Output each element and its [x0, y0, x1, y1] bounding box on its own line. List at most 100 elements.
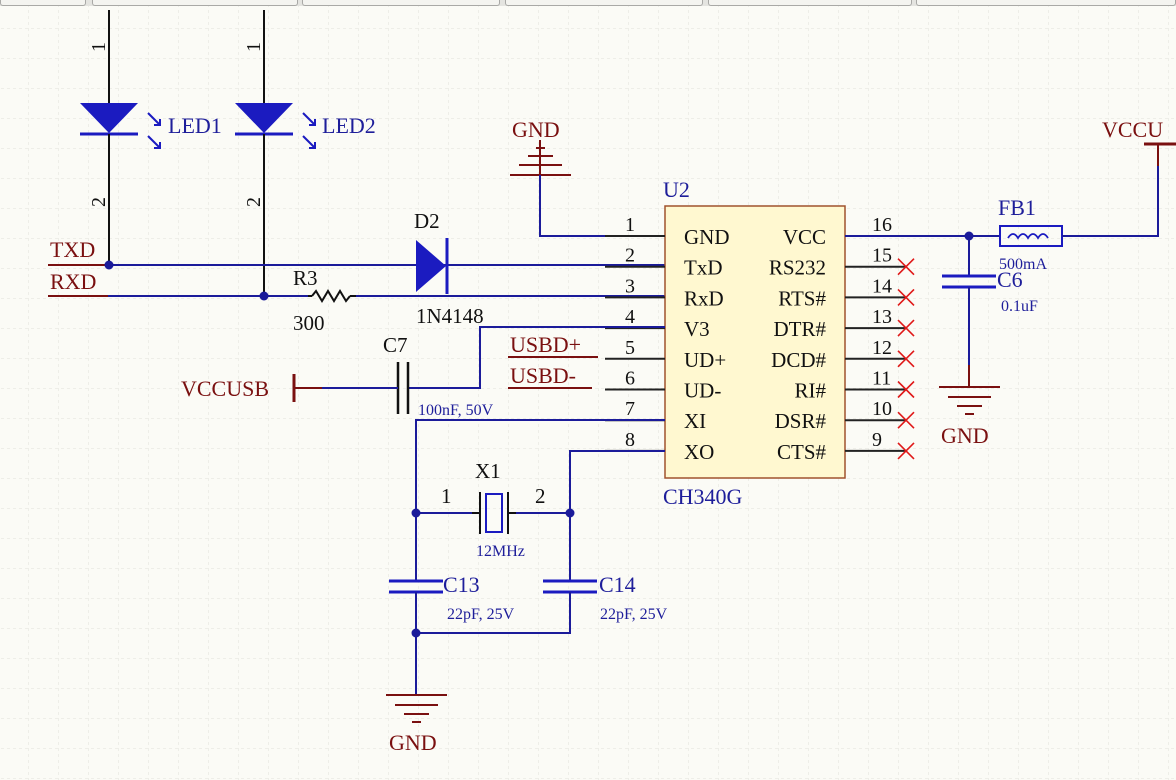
chip-pin-number: 1 — [625, 214, 635, 236]
gnd-symbol-bottom[interactable] — [386, 694, 447, 723]
c13-value: 22pF, 25V — [447, 606, 515, 623]
chip-pin-name: XI — [684, 409, 706, 433]
chip-pin-number: 10 — [872, 398, 892, 420]
vccu-power-port[interactable] — [1144, 142, 1176, 166]
chip-part-name: CH340G — [663, 484, 743, 509]
chip-pin-number: 15 — [872, 245, 892, 267]
c7-designator: C7 — [383, 333, 408, 357]
xo-junction — [565, 508, 575, 518]
chip-pin-name: XO — [684, 440, 714, 464]
document-tab-bar — [0, 0, 1176, 6]
vccu-label: VCCU — [1102, 117, 1163, 142]
led2-symbol[interactable] — [235, 10, 316, 296]
chip-pin-number: 11 — [872, 368, 891, 390]
r3-resistor[interactable] — [308, 289, 356, 303]
document-tab-3[interactable] — [302, 0, 500, 6]
chip-pin-number: 2 — [625, 245, 635, 267]
chip-pin-number: 3 — [625, 275, 635, 297]
chip-pin-name: DTR# — [774, 317, 827, 341]
xi-junction — [411, 508, 421, 518]
cap-gnd-junction — [411, 628, 421, 638]
led1-pin2-number: 2 — [88, 197, 110, 207]
chip-pin-name: RS232 — [769, 256, 826, 280]
r3-designator: R3 — [293, 266, 318, 290]
x1-designator: X1 — [475, 459, 501, 483]
x1-crystal[interactable] — [472, 492, 516, 534]
no-connect-marker — [897, 319, 915, 337]
d2-diode[interactable] — [416, 238, 449, 294]
x1-pin2-number: 2 — [535, 484, 546, 508]
usbdm-net-label: USBD- — [510, 363, 576, 388]
c14-designator: C14 — [599, 572, 636, 597]
vccusb-power-port[interactable] — [292, 374, 322, 402]
vccusb-label: VCCUSB — [181, 376, 269, 401]
no-connect-marker — [897, 380, 915, 399]
led1-label: LED1 — [168, 113, 222, 138]
no-connect-marker — [897, 411, 915, 429]
chip-pin-name: UD+ — [684, 348, 726, 372]
gnd-label-right: GND — [941, 423, 989, 448]
chip-pin-number: 6 — [625, 368, 635, 390]
no-connect-marker — [897, 258, 915, 276]
chip-pin-number: 13 — [872, 306, 892, 328]
xi-wire[interactable] — [415, 419, 665, 580]
led1-pin1-number: 1 — [88, 42, 110, 52]
document-tab-2[interactable] — [92, 0, 298, 6]
fb1-designator: FB1 — [998, 195, 1036, 220]
gnd-symbol-right[interactable] — [939, 365, 1000, 415]
ch340g-chip[interactable] — [664, 205, 846, 479]
led2-pin2-number: 2 — [243, 197, 265, 207]
chip-pin-name: DSR# — [775, 409, 827, 433]
no-connect-marker — [897, 350, 915, 368]
chip-pin-number: 9 — [872, 429, 882, 451]
c7-value: 100nF, 50V — [418, 402, 494, 419]
document-tab-5[interactable] — [708, 0, 912, 6]
led2-pin1-number: 1 — [243, 42, 265, 52]
chip-pin-name: VCC — [783, 225, 826, 249]
chip-designator: U2 — [663, 177, 690, 202]
vccu-wire[interactable] — [1062, 146, 1159, 237]
chip-pin-name: RxD — [684, 286, 724, 310]
chip-pin-name: GND — [684, 225, 730, 249]
v3-wire[interactable] — [408, 326, 665, 389]
led1-symbol[interactable] — [80, 10, 161, 265]
chip-pin-name: TxD — [684, 256, 723, 280]
gnd-label-top: GND — [512, 117, 560, 142]
c13-designator: C13 — [443, 572, 480, 597]
txd-junction — [104, 260, 114, 270]
rxd-net-label: RXD — [50, 269, 96, 294]
chip-pin-name: UD- — [684, 379, 721, 403]
document-tab-1[interactable] — [0, 0, 86, 6]
document-tab-4[interactable] — [505, 0, 703, 6]
chip-pin-number: 4 — [625, 306, 635, 328]
chip-pin-number: 16 — [872, 214, 892, 236]
c6-value: 0.1uF — [1001, 298, 1038, 315]
usbdp-net-label: USBD+ — [510, 332, 581, 357]
d2-designator: D2 — [414, 209, 440, 233]
rxd-junction — [259, 291, 269, 301]
fb1-value: 500mA — [999, 256, 1047, 273]
no-connect-marker — [897, 442, 915, 460]
d2-value: 1N4148 — [416, 304, 484, 328]
chip-pin-name: DCD# — [771, 348, 826, 372]
c14-gnd-wire[interactable] — [416, 592, 571, 634]
chip-pin-number: 8 — [625, 429, 635, 451]
c14-value: 22pF, 25V — [600, 606, 668, 623]
led2-label: LED2 — [322, 113, 376, 138]
chip-pin-number: 5 — [625, 337, 635, 359]
gnd-label-bottom: GND — [389, 730, 437, 755]
txd-net-label: TXD — [50, 237, 95, 262]
chip-pin-name: V3 — [684, 317, 710, 341]
chip-pin-name: RTS# — [778, 286, 826, 310]
x1-value: 12MHz — [476, 543, 525, 560]
xo-wire[interactable] — [569, 450, 665, 580]
c6-designator: C6 — [997, 267, 1023, 292]
x1-pin1-number: 1 — [441, 484, 452, 508]
chip-pin-name: CTS# — [777, 440, 827, 464]
no-connect-marker — [897, 288, 915, 306]
chip-pin-number: 12 — [872, 337, 892, 359]
chip-pin-number: 7 — [625, 398, 635, 420]
r3-value: 300 — [293, 311, 325, 335]
